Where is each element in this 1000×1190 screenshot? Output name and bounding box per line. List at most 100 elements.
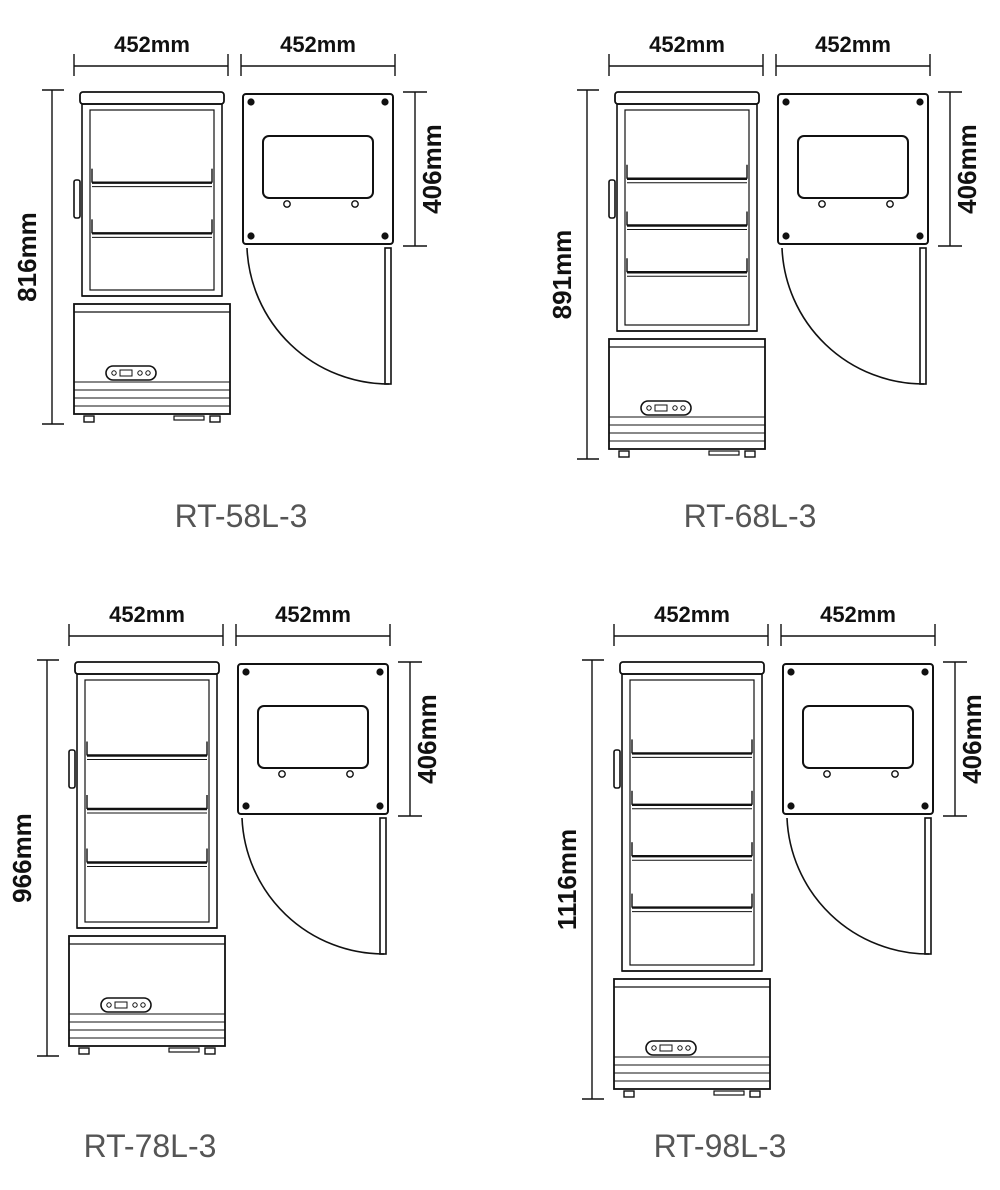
- button-icon: [677, 1045, 683, 1051]
- width-label: 452mm: [654, 602, 730, 627]
- control-panel: [640, 400, 692, 416]
- glass-inner: [89, 109, 215, 291]
- dimension-lines: [42, 54, 427, 425]
- button-icon: [685, 1045, 691, 1051]
- height-label: 816mm: [12, 212, 42, 302]
- hinge-icon: [823, 770, 831, 778]
- door-edge: [379, 817, 387, 955]
- foot: [209, 415, 221, 423]
- door-swing-arc: [241, 817, 385, 955]
- hinge-icon: [818, 200, 826, 208]
- top-view: [782, 663, 934, 955]
- hinge-icon: [278, 770, 286, 778]
- top-window: [797, 135, 909, 199]
- height-label: 891mm: [547, 230, 577, 320]
- top-view: [777, 93, 929, 385]
- top-window: [802, 705, 914, 769]
- glass-frame: [81, 103, 223, 297]
- top-plate: [237, 663, 389, 815]
- screw-icon: [921, 668, 929, 676]
- model-name: RT-68L-3: [684, 498, 817, 534]
- button-icon: [140, 1002, 146, 1008]
- dimension-lines: [582, 624, 967, 1100]
- top-cap: [79, 91, 225, 105]
- compressor-plate: [168, 1047, 200, 1053]
- control-panel: [645, 1040, 697, 1056]
- glass-frame: [616, 103, 758, 332]
- shelf: [631, 790, 753, 810]
- screw-icon: [916, 232, 924, 240]
- glass-inner: [629, 679, 755, 966]
- display: [114, 1001, 128, 1009]
- top-depth-label: 406mm: [952, 124, 982, 214]
- top-window: [262, 135, 374, 199]
- top-plate: [242, 93, 394, 245]
- door-handle: [73, 179, 81, 219]
- base-housing: [608, 338, 766, 450]
- model-name: RT-98L-3: [654, 1128, 787, 1164]
- foot: [623, 1090, 635, 1098]
- button-icon: [680, 405, 686, 411]
- compressor-plate: [713, 1090, 745, 1096]
- shelf: [626, 258, 748, 277]
- glass-inner: [84, 679, 210, 923]
- hinge-icon: [891, 770, 899, 778]
- foot: [744, 450, 756, 458]
- hinge-icon: [886, 200, 894, 208]
- width-label: 452mm: [109, 602, 185, 627]
- compressor-plate: [708, 450, 740, 456]
- base-housing: [73, 303, 231, 415]
- base-housing: [613, 978, 771, 1090]
- depth-label: 452mm: [820, 602, 896, 627]
- top-plate: [782, 663, 934, 815]
- screw-icon: [247, 98, 255, 106]
- button-icon: [651, 1045, 657, 1051]
- shelf: [86, 741, 208, 760]
- base-cabinet: [613, 978, 771, 1098]
- button-icon: [137, 370, 143, 376]
- compressor-plate: [173, 415, 205, 421]
- shelf: [86, 795, 208, 814]
- screw-icon: [242, 802, 250, 810]
- glass-frame: [76, 673, 218, 929]
- glass-inner: [624, 109, 750, 326]
- button-icon: [672, 405, 678, 411]
- shelf: [86, 848, 208, 867]
- screw-icon: [787, 802, 795, 810]
- top-cap: [74, 661, 220, 675]
- screw-icon: [381, 98, 389, 106]
- shelf: [631, 893, 753, 913]
- screw-icon: [242, 668, 250, 676]
- control-panel: [105, 365, 157, 381]
- top-cap: [614, 91, 760, 105]
- door-edge: [924, 817, 932, 955]
- dimension-lines: [37, 624, 422, 1057]
- foot: [78, 1047, 90, 1055]
- screw-icon: [376, 802, 384, 810]
- door-swing-arc: [781, 247, 925, 385]
- front-view: [73, 91, 231, 423]
- top-window: [257, 705, 369, 769]
- button-icon: [646, 405, 652, 411]
- base-cabinet: [68, 935, 226, 1055]
- door-handle: [608, 179, 616, 219]
- glass-frame: [621, 673, 763, 972]
- top-view: [242, 93, 394, 385]
- button-icon: [106, 1002, 112, 1008]
- depth-label: 452mm: [275, 602, 351, 627]
- top-cap: [619, 661, 765, 675]
- door-handle: [68, 749, 76, 789]
- width-label: 452mm: [649, 32, 725, 57]
- screw-icon: [782, 98, 790, 106]
- button-icon: [145, 370, 151, 376]
- screw-icon: [247, 232, 255, 240]
- foot: [618, 450, 630, 458]
- hinge-icon: [351, 200, 359, 208]
- screw-icon: [921, 802, 929, 810]
